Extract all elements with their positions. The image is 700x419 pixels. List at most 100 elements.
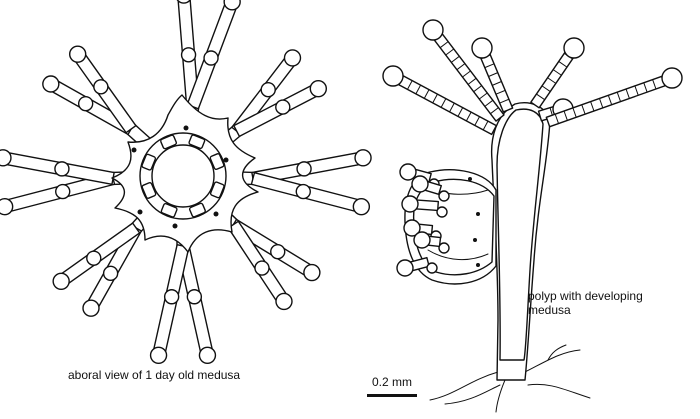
tentacle-knob <box>563 37 585 59</box>
tentacle-ring <box>616 91 622 103</box>
medusa-drawing <box>0 0 372 365</box>
tentacle-knob <box>55 183 71 200</box>
tentacle-knob <box>411 175 429 193</box>
tentacle-knob <box>186 289 203 305</box>
tentacle-ring <box>457 107 464 117</box>
canal-block <box>188 202 206 218</box>
tentacle-knob <box>77 95 94 112</box>
tentacle-knob <box>399 163 417 181</box>
tentacle-ring <box>467 77 477 85</box>
tentacle-knob <box>52 272 70 291</box>
tentacle-knob <box>354 149 372 167</box>
tentacle-knob <box>270 244 286 260</box>
tentacle-ring <box>478 92 488 100</box>
tentacle-ring <box>484 99 494 107</box>
tentacle-ring <box>445 48 455 56</box>
tentacle-knob <box>309 79 328 98</box>
scale-bar <box>367 394 417 397</box>
tentacle-ring <box>547 77 557 84</box>
tentacle-knob <box>54 161 70 177</box>
canal-block <box>209 181 225 199</box>
tentacle-knob <box>403 219 421 237</box>
tentacle-knob <box>203 50 219 66</box>
tentacle-knob <box>471 37 493 59</box>
tentacle-ring <box>465 111 472 122</box>
tentacle-knob <box>0 149 12 167</box>
canal-block <box>160 202 178 218</box>
tentacle-knob <box>180 47 197 63</box>
tentacle-ring <box>643 82 648 93</box>
canal-block <box>141 153 157 171</box>
canal-block <box>141 181 157 199</box>
canal-block <box>188 134 206 150</box>
tentacle-knob <box>93 79 109 95</box>
tentacle-knob <box>352 197 371 216</box>
medusa-caption: aboral view of 1 day old medusa <box>68 368 241 382</box>
tentacle-knob <box>254 260 270 276</box>
tentacle-ring <box>535 93 546 101</box>
tentacle-ring <box>590 101 595 112</box>
tentacle-ring <box>489 107 499 115</box>
tentacle-ring <box>440 98 447 108</box>
tentacle-ring <box>423 89 430 99</box>
tentacle-ring <box>415 84 422 95</box>
tentacle-ring <box>563 110 568 121</box>
bud-knob <box>438 190 450 202</box>
tentacle-ring <box>572 107 577 118</box>
tentacle-knob <box>382 65 404 87</box>
tentacle-knob <box>163 289 180 305</box>
tentacle-ring <box>462 70 471 78</box>
tentacle-ring <box>406 80 413 90</box>
polyp-caption: polyp with developing medusa <box>528 289 643 317</box>
bud-knob <box>438 242 450 254</box>
tentacle-ring <box>652 79 657 90</box>
polyp-drawing <box>382 19 683 413</box>
tentacle-knob <box>295 183 311 200</box>
tentacle-ring <box>432 93 438 104</box>
medusa-tentacles <box>0 0 372 365</box>
tentacle-knob <box>82 299 100 317</box>
tentacle-ring <box>634 85 639 96</box>
tentacle-knob <box>401 195 419 213</box>
tentacle-knob <box>0 197 14 216</box>
tentacle-knob <box>102 265 119 282</box>
tentacle-ring <box>491 80 502 86</box>
tentacle-ring <box>598 97 604 109</box>
tentacle-ring <box>488 72 499 78</box>
medusa-bud <box>396 163 497 285</box>
tentacle-knob <box>42 75 60 93</box>
tentacle-knob <box>223 0 241 11</box>
bud-tentacles <box>396 163 450 277</box>
tentacle-knob <box>296 161 312 177</box>
tentacle-knob <box>149 346 168 365</box>
tentacle-knob <box>86 250 102 266</box>
scale-bar-label: 0.2 mm <box>372 375 413 389</box>
tentacle-knob <box>283 49 302 67</box>
tentacle-ring <box>499 98 510 104</box>
tentacle-knob <box>661 67 683 89</box>
tentacle-ring <box>495 89 506 95</box>
tentacle-ring <box>482 120 489 131</box>
tentacle-ring <box>450 55 460 63</box>
tentacle-knob <box>413 231 431 249</box>
tentacle-ring <box>558 60 568 68</box>
radial-canal-blocks <box>141 134 225 218</box>
tentacle-ring <box>552 69 562 76</box>
tentacle-knob <box>396 259 414 277</box>
tentacle-knob <box>198 346 217 365</box>
tentacle-knob <box>422 19 444 41</box>
tentacle-knob <box>275 292 293 311</box>
tentacle-knob <box>303 263 321 282</box>
tentacle-ring <box>449 102 455 113</box>
tentacle-knob <box>176 0 191 4</box>
medusa-body <box>111 94 259 253</box>
tentacle-ring <box>607 94 613 106</box>
tentacle-ring <box>554 113 560 125</box>
bud-knob <box>436 206 448 218</box>
tentacle-knob <box>275 99 291 115</box>
canal-block <box>209 153 225 171</box>
tentacle-ring <box>581 104 586 115</box>
tentacle-knob <box>68 45 87 63</box>
tentacle-ring <box>484 63 495 69</box>
